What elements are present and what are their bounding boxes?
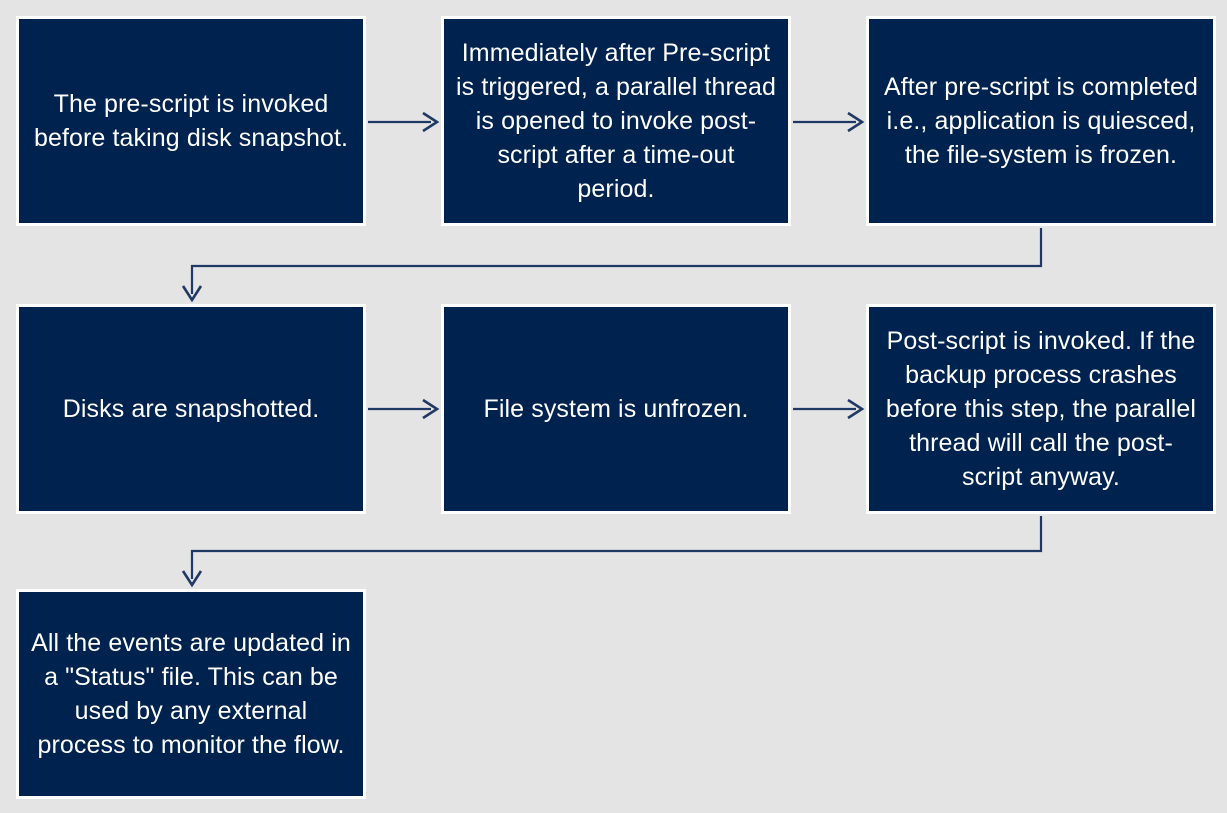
flow-node-pre-script-invoked[interactable]: The pre-script is invoked before taking … — [16, 16, 366, 226]
connector-n2-n3 — [793, 111, 865, 133]
flow-node-parallel-thread-opened[interactable]: Immediately after Pre-script is triggere… — [441, 16, 791, 226]
connector-n6-n7 — [181, 516, 1043, 588]
flow-node-status-file-updated[interactable]: All the events are updated in a "Status"… — [16, 589, 366, 799]
flow-node-file-system-frozen[interactable]: After pre-script is completed i.e., appl… — [866, 16, 1216, 226]
connector-n4-n5 — [368, 398, 440, 420]
connector-n1-n2 — [368, 111, 440, 133]
connector-n3-n4 — [181, 228, 1043, 303]
connector-n5-n6 — [793, 398, 865, 420]
flow-node-post-script-invoked[interactable]: Post-script is invoked. If the backup pr… — [866, 304, 1216, 514]
flow-node-file-system-unfrozen[interactable]: File system is unfrozen. — [441, 304, 791, 514]
flow-node-disks-snapshotted[interactable]: Disks are snapshotted. — [16, 304, 366, 514]
